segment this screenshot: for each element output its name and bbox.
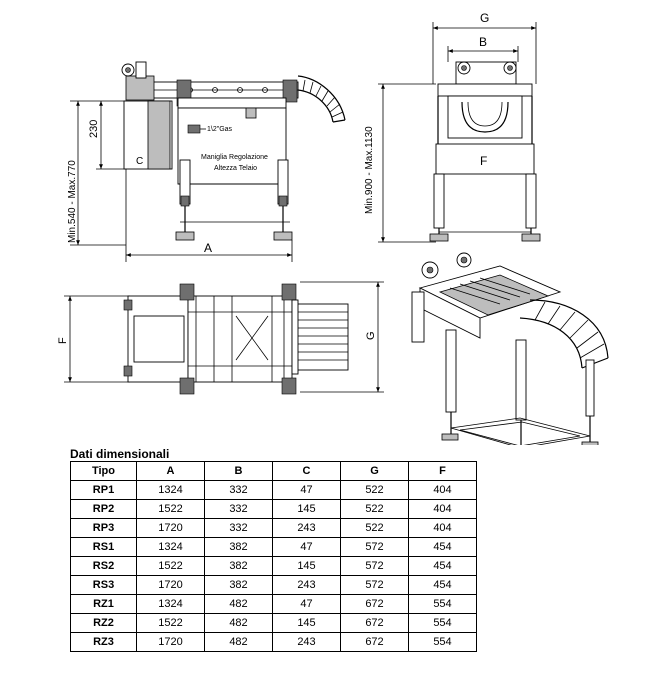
cell-c: 47 (272, 537, 341, 557)
cell-tipo: RS2 (70, 556, 137, 576)
top-view: F G (57, 281, 384, 395)
header-f: F (408, 461, 477, 481)
cell-b: 482 (204, 632, 273, 652)
table-row: RZ2 1522 482 145 672 554 (70, 613, 477, 633)
dim-c-label: C (136, 156, 143, 167)
table-row: RP3 1720 332 243 522 404 (70, 518, 477, 538)
cell-c: 243 (272, 575, 341, 595)
cell-tipo: RP3 (70, 518, 137, 538)
cell-c: 145 (272, 499, 341, 519)
dim-a-label: A (204, 241, 212, 255)
cell-g: 522 (340, 480, 409, 500)
cell-f: 554 (408, 594, 477, 614)
cell-b: 482 (204, 594, 273, 614)
header-c: C (272, 461, 341, 481)
cell-c: 243 (272, 518, 341, 538)
dim-f-label-front: F (480, 154, 487, 168)
dim-g-label-front: G (480, 11, 489, 25)
cell-b: 382 (204, 575, 273, 595)
header-b: B (204, 461, 273, 481)
cell-a: 1522 (136, 613, 205, 633)
dim-g-label-top: G (365, 331, 377, 340)
cell-a: 1720 (136, 575, 205, 595)
handle-label-line2: Altezza Telaio (214, 165, 257, 172)
cell-g: 572 (340, 556, 409, 576)
height-range-left-label: Min.540 - Max.770 (67, 160, 78, 243)
dim-f-label-top: F (57, 337, 69, 344)
table-row: RP2 1522 332 145 522 404 (70, 499, 477, 519)
cell-tipo: RZ1 (70, 594, 137, 614)
cell-g: 672 (340, 632, 409, 652)
gas-fitting-label: 1\2"Gas (207, 126, 233, 133)
cell-c: 47 (272, 480, 341, 500)
technical-drawing: Min.540 - Max.770 230 C (57, 11, 609, 445)
dimension-table: Tipo A B C G F RP1 1324 332 47 522 404 R… (70, 461, 477, 652)
cell-b: 482 (204, 613, 273, 633)
cell-g: 572 (340, 537, 409, 557)
dim-b-label-front: B (479, 35, 487, 49)
cell-c: 145 (272, 613, 341, 633)
cell-tipo: RS1 (70, 537, 137, 557)
cell-f: 454 (408, 575, 477, 595)
cell-c: 47 (272, 594, 341, 614)
table-header-row: Tipo A B C G F (70, 461, 477, 481)
cell-f: 554 (408, 613, 477, 633)
cell-tipo: RZ3 (70, 632, 137, 652)
cell-g: 672 (340, 594, 409, 614)
cell-c: 243 (272, 632, 341, 652)
cell-b: 332 (204, 480, 273, 500)
cell-tipo: RS3 (70, 575, 137, 595)
cell-f: 404 (408, 480, 477, 500)
cell-c: 145 (272, 556, 341, 576)
table-row: RS1 1324 382 47 572 454 (70, 537, 477, 557)
side-view: Min.540 - Max.770 230 C (67, 61, 346, 262)
cell-g: 522 (340, 499, 409, 519)
header-g: G (340, 461, 409, 481)
cell-f: 554 (408, 632, 477, 652)
cell-f: 404 (408, 499, 477, 519)
table-row: RS2 1522 382 145 572 454 (70, 556, 477, 576)
cell-f: 454 (408, 556, 477, 576)
cell-g: 522 (340, 518, 409, 538)
cell-tipo: RP1 (70, 480, 137, 500)
cell-a: 1324 (136, 594, 205, 614)
cell-a: 1324 (136, 537, 205, 557)
cell-b: 332 (204, 499, 273, 519)
cell-a: 1324 (136, 480, 205, 500)
isometric-view (411, 252, 609, 445)
table-row: RP1 1324 332 47 522 404 (70, 480, 477, 500)
header-a: A (136, 461, 205, 481)
cell-b: 382 (204, 537, 273, 557)
cell-a: 1522 (136, 556, 205, 576)
table-title: Dati dimensionali (70, 447, 170, 461)
handle-label-line1: Maniglia Regolazione (201, 154, 268, 161)
table-row: RZ1 1324 482 47 672 554 (70, 594, 477, 614)
header-tipo: Tipo (70, 461, 137, 481)
dim-230-label: 230 (88, 120, 100, 138)
front-view: G B Min.900 - Max.1130 F (364, 11, 541, 243)
cell-a: 1522 (136, 499, 205, 519)
table-row: RZ3 1720 482 243 672 554 (70, 632, 477, 652)
cell-a: 1720 (136, 632, 205, 652)
cell-g: 672 (340, 613, 409, 633)
cell-b: 332 (204, 518, 273, 538)
table-row: RS3 1720 382 243 572 454 (70, 575, 477, 595)
cell-tipo: RZ2 (70, 613, 137, 633)
cell-b: 382 (204, 556, 273, 576)
cell-f: 454 (408, 537, 477, 557)
cell-f: 404 (408, 518, 477, 538)
cell-a: 1720 (136, 518, 205, 538)
cell-tipo: RP2 (70, 499, 137, 519)
height-range-right-label: Min.900 - Max.1130 (364, 126, 375, 214)
cell-g: 572 (340, 575, 409, 595)
